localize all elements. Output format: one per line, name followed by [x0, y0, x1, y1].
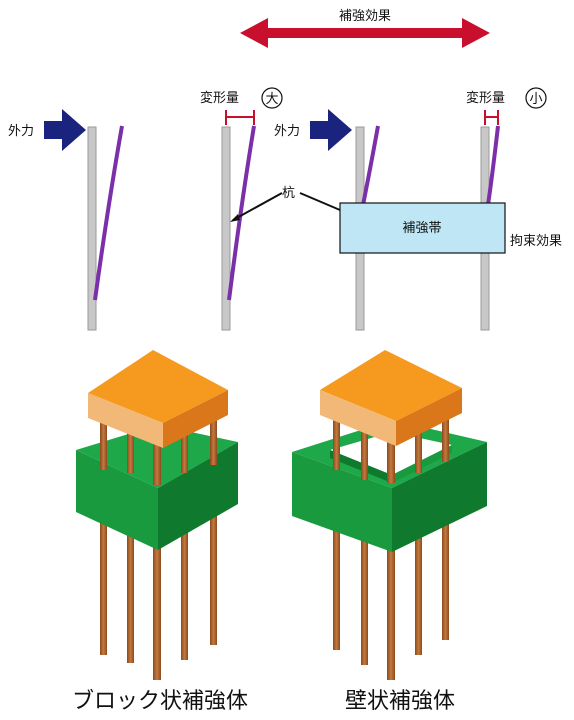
pile-unreinforced-deformed — [221, 125, 256, 331]
reinforcement-effect-arrow — [240, 18, 490, 48]
small-mark-circle — [525, 87, 547, 109]
deflection-curve — [486, 125, 500, 206]
external-force-label-right: 外力 — [274, 124, 300, 139]
pile-pointer-lines — [230, 192, 341, 222]
deformation-label-right: 変形量 — [466, 90, 505, 106]
caption-block-type: ブロック状補強体 — [72, 689, 248, 714]
deflection-curve — [93, 125, 124, 301]
reinforcement-band — [339, 202, 506, 254]
restraint-effect-label: 拘束効果 — [510, 234, 562, 249]
caption-wall-type: 壁状補強体 — [345, 689, 455, 714]
pile-unreinforced-loaded — [87, 125, 124, 331]
deformation-dimension-small — [484, 110, 499, 125]
deformation-label-left: 変形量 — [200, 90, 239, 106]
small-mark: 小 — [529, 92, 542, 107]
block-type-model — [76, 350, 238, 680]
pile-label: 杭 — [282, 186, 295, 201]
wall-type-model — [292, 350, 487, 680]
deflection-curve — [361, 125, 380, 206]
external-force-arrow-left — [44, 109, 86, 151]
external-force-label-left: 外力 — [8, 124, 34, 139]
reinforcement-band-label: 補強帯 — [402, 221, 441, 236]
deflection-curve — [227, 125, 256, 301]
large-mark-circle — [261, 87, 283, 109]
external-force-arrow-right — [310, 109, 352, 151]
deformation-dimension-large — [225, 110, 255, 125]
reinforcement-effect-label: 補強効果 — [339, 9, 391, 24]
large-mark: 大 — [265, 92, 278, 107]
